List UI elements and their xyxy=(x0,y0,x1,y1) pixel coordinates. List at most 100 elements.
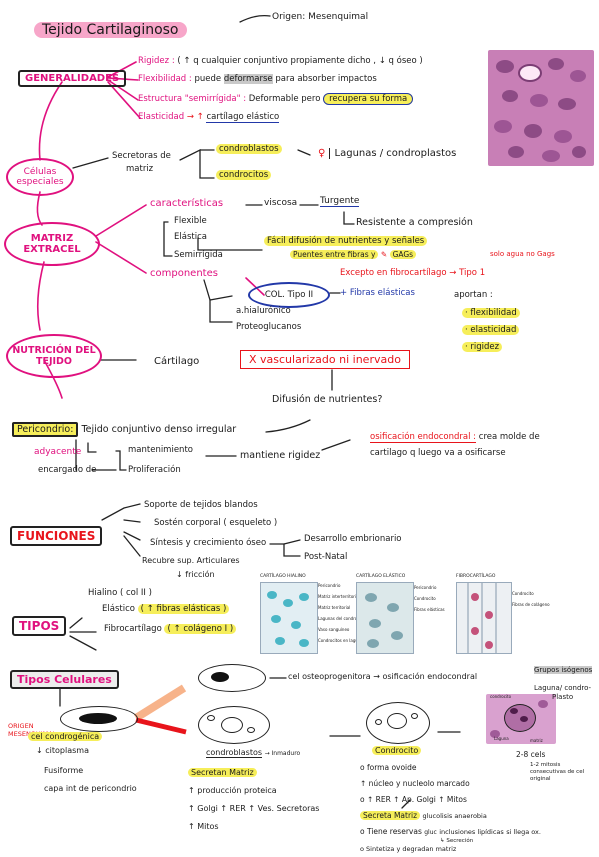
semirrigida-label: Semirrígida xyxy=(174,250,223,260)
secretan-matriz: Secretan Matriz xyxy=(188,768,257,777)
condroblasto-cell-drawing xyxy=(198,706,270,744)
estructura-label: Estructura "semirrígida" : xyxy=(138,94,247,104)
estructura-highlight: recupera su forma xyxy=(323,93,414,105)
vascularizado-box: X vascularizado ni inervado xyxy=(240,350,410,369)
tipo-elastico: Elástico ( ↑ fibras elásticas ) xyxy=(102,604,230,614)
funcion-postnatal: Post-Natal xyxy=(304,552,348,562)
col-tipo-ii: COL. Tipo II xyxy=(248,282,330,308)
condroblastos-label: condroblastos xyxy=(216,144,282,154)
laguna-plasto-label: Laguna/ condro- Plasto xyxy=(534,684,591,702)
golgi-rer: ↑ Golgi ↑ RER ↑ Ves. Secretoras xyxy=(188,804,320,813)
gags-text: GAGs xyxy=(389,250,417,259)
funcion-sintesis: Síntesis y crecimiento óseo xyxy=(150,538,267,548)
osteoprogenitora-label: cel osteoprogenitora → osificación endoc… xyxy=(288,672,478,681)
section-celulas-especiales: Células especiales xyxy=(6,158,74,196)
viscosa-label: viscosa xyxy=(264,198,298,208)
cel-condrogenica-label: cel condrogénica xyxy=(28,732,103,741)
inclusiones-label: inclusiones lipídicas xyxy=(439,828,504,836)
rigidez-line: Rigidez : ( ↑ q cualquier conjuntivo pro… xyxy=(138,56,423,66)
celulas-label-1: Células xyxy=(23,167,57,177)
flexibilidad-text-1: puede xyxy=(194,74,222,84)
funcion-desarrollo: Desarrollo embrionario xyxy=(304,534,402,544)
condrocitos-label: condrocitos xyxy=(216,170,272,180)
elasticidad-line: Elasticidad → ↑ cartílago elástico xyxy=(138,112,280,123)
aportan-label: aportan : xyxy=(454,290,493,300)
secreta-matriz: Secreta Matriz xyxy=(360,811,421,820)
tipo-hialino: Hialino ( col II ) xyxy=(88,588,152,598)
panel-elastico-title: CARTÍLAGO ELÁSTICO xyxy=(356,574,406,579)
rigidez-text: ( ↑ q cualquier conjuntivo propiamente d… xyxy=(177,56,423,66)
isogenous-group-micrograph xyxy=(486,694,556,744)
puentes-line: Puentes entre fibras y ✎ GAGs xyxy=(290,250,417,259)
p2-label-2: Fibras elásticas xyxy=(414,607,445,612)
page-title-text: Tejido Cartilaginoso xyxy=(42,22,179,38)
estructura-text: Deformable pero xyxy=(248,94,321,104)
p1-label-4: Vaso sanguíneo xyxy=(318,627,350,632)
grupos-isogenos-label: Grupos isógenos xyxy=(534,666,593,674)
funciones-label: FUNCIONES xyxy=(17,529,96,543)
mantiene-rigidez-label: mantiene rigidez xyxy=(240,450,321,461)
panel-hialino-title: CARTÍLAGO HIALINO xyxy=(260,574,306,579)
tipos-label: TIPOS xyxy=(19,619,60,633)
flexible-label: Flexible xyxy=(174,216,207,226)
proliferacion-label: Proliferación xyxy=(128,465,181,475)
p2-label-1: Condrocito xyxy=(414,596,436,601)
secretoras-line-2: matriz xyxy=(126,164,154,174)
micrograph-matriz-label: matriz xyxy=(530,738,543,743)
resistente-text: Resistente a compresión xyxy=(356,217,473,228)
resistente-label: Resistente a compresión xyxy=(356,217,473,228)
solo-agua-text: solo agua no Gags xyxy=(490,250,555,258)
condroblastos-item: condroblastos xyxy=(216,144,282,154)
section-funciones: FUNCIONES xyxy=(10,526,103,546)
mantenimiento-label: mantenimiento xyxy=(128,445,193,455)
rer-golgi: o ↑ RER ↑ Ap. Golgi ↑ Mitos xyxy=(360,795,467,804)
condrocitos-item: condrocitos xyxy=(216,170,272,180)
secrecion-label: ↳ Secreción xyxy=(440,838,474,844)
hialuronico-label: a.hialurónico xyxy=(236,306,291,316)
nutricion-label-1: NUTRICIÓN DEL xyxy=(12,345,96,356)
funcion-sosten: Sostén corporal ( esqueleto ) xyxy=(154,518,278,528)
funcion-soporte: Soporte de tejidos blandos xyxy=(144,500,258,510)
condrogenic-cell-drawing xyxy=(60,706,138,732)
tipo-fibro-label: Fibrocartílago xyxy=(104,624,162,634)
panel-fibro-title: FIBROCARTÍLAGO xyxy=(456,574,496,579)
inmaduro-label: → Inmaduro xyxy=(264,750,301,757)
encargado-label: encargado de xyxy=(38,465,97,475)
aporte-flexibilidad: · flexibilidad xyxy=(462,308,520,318)
aporte-rigidez: · rigidez xyxy=(462,342,503,352)
p1-label-5: Condrocitos en lagunas xyxy=(318,638,365,643)
funcion-friccion: ↓ fricción xyxy=(176,570,215,579)
osteoprogenitor-cell-drawing xyxy=(198,664,266,692)
forma-ovoide: o forma ovoide xyxy=(360,763,417,772)
mitos-label: ↑ Mitos xyxy=(188,822,219,831)
pericondrio-line: Pericondrio: Tejido conjuntivo denso irr… xyxy=(12,422,236,437)
aporte-elasticidad: · elasticidad xyxy=(462,325,520,335)
condrocito-title: Condrocito xyxy=(372,746,422,755)
condroblastos-heading: condroblastos → Inmaduro xyxy=(206,748,301,758)
page-title: Tejido Cartilaginoso xyxy=(34,22,187,38)
nutricion-label-2: TEJIDO xyxy=(35,356,72,367)
section-nutricion: NUTRICIÓN DEL TEJIDO xyxy=(6,334,102,378)
col-tipo-ii-label: COL. Tipo II xyxy=(264,290,314,300)
grupos-isogenos-text: Grupos isógenos xyxy=(534,666,593,674)
rigidez-label: Rigidez : xyxy=(138,56,175,66)
condrocito-heading: Condrocito xyxy=(372,746,422,755)
aportan-list: · flexibilidad · elasticidad · rigidez xyxy=(462,305,520,356)
lagunas-text: ♀ Lagunas / condroplastos xyxy=(318,148,457,159)
elasticidad-text: cartílago elástico xyxy=(206,112,280,123)
plasto-text: Plasto xyxy=(552,693,574,701)
condroblastos-list: Secretan Matriz ↑ producción proteica ↑ … xyxy=(188,764,319,836)
cel-condrogenica: cel condrogénica xyxy=(28,732,103,741)
funcion-recubre: Recubre sup. Articulares xyxy=(142,556,240,565)
proteoglucanos-label: Proteoglucanos xyxy=(236,322,302,332)
reservas-label: o Tiene reservas xyxy=(360,827,422,836)
excepto-fibrocartilago: Excepto en fibrocartílago → Tipo 1 xyxy=(340,268,486,278)
secretoras-text: Secretoras de matriz xyxy=(112,150,171,176)
fusiforme-label: Fusiforme xyxy=(44,766,84,775)
condroblastos-title: condroblastos xyxy=(206,748,263,758)
lagunas-label: Lagunas / condroplastos xyxy=(328,148,457,159)
facil-difusion: Fácil difusión de nutrientes y señales xyxy=(264,236,428,246)
estructura-line: Estructura "semirrígida" : Deformable pe… xyxy=(138,93,414,105)
capa-label: capa int de pericondrio xyxy=(44,784,137,793)
origin-note: Origen: Mesenquimal xyxy=(272,12,369,22)
